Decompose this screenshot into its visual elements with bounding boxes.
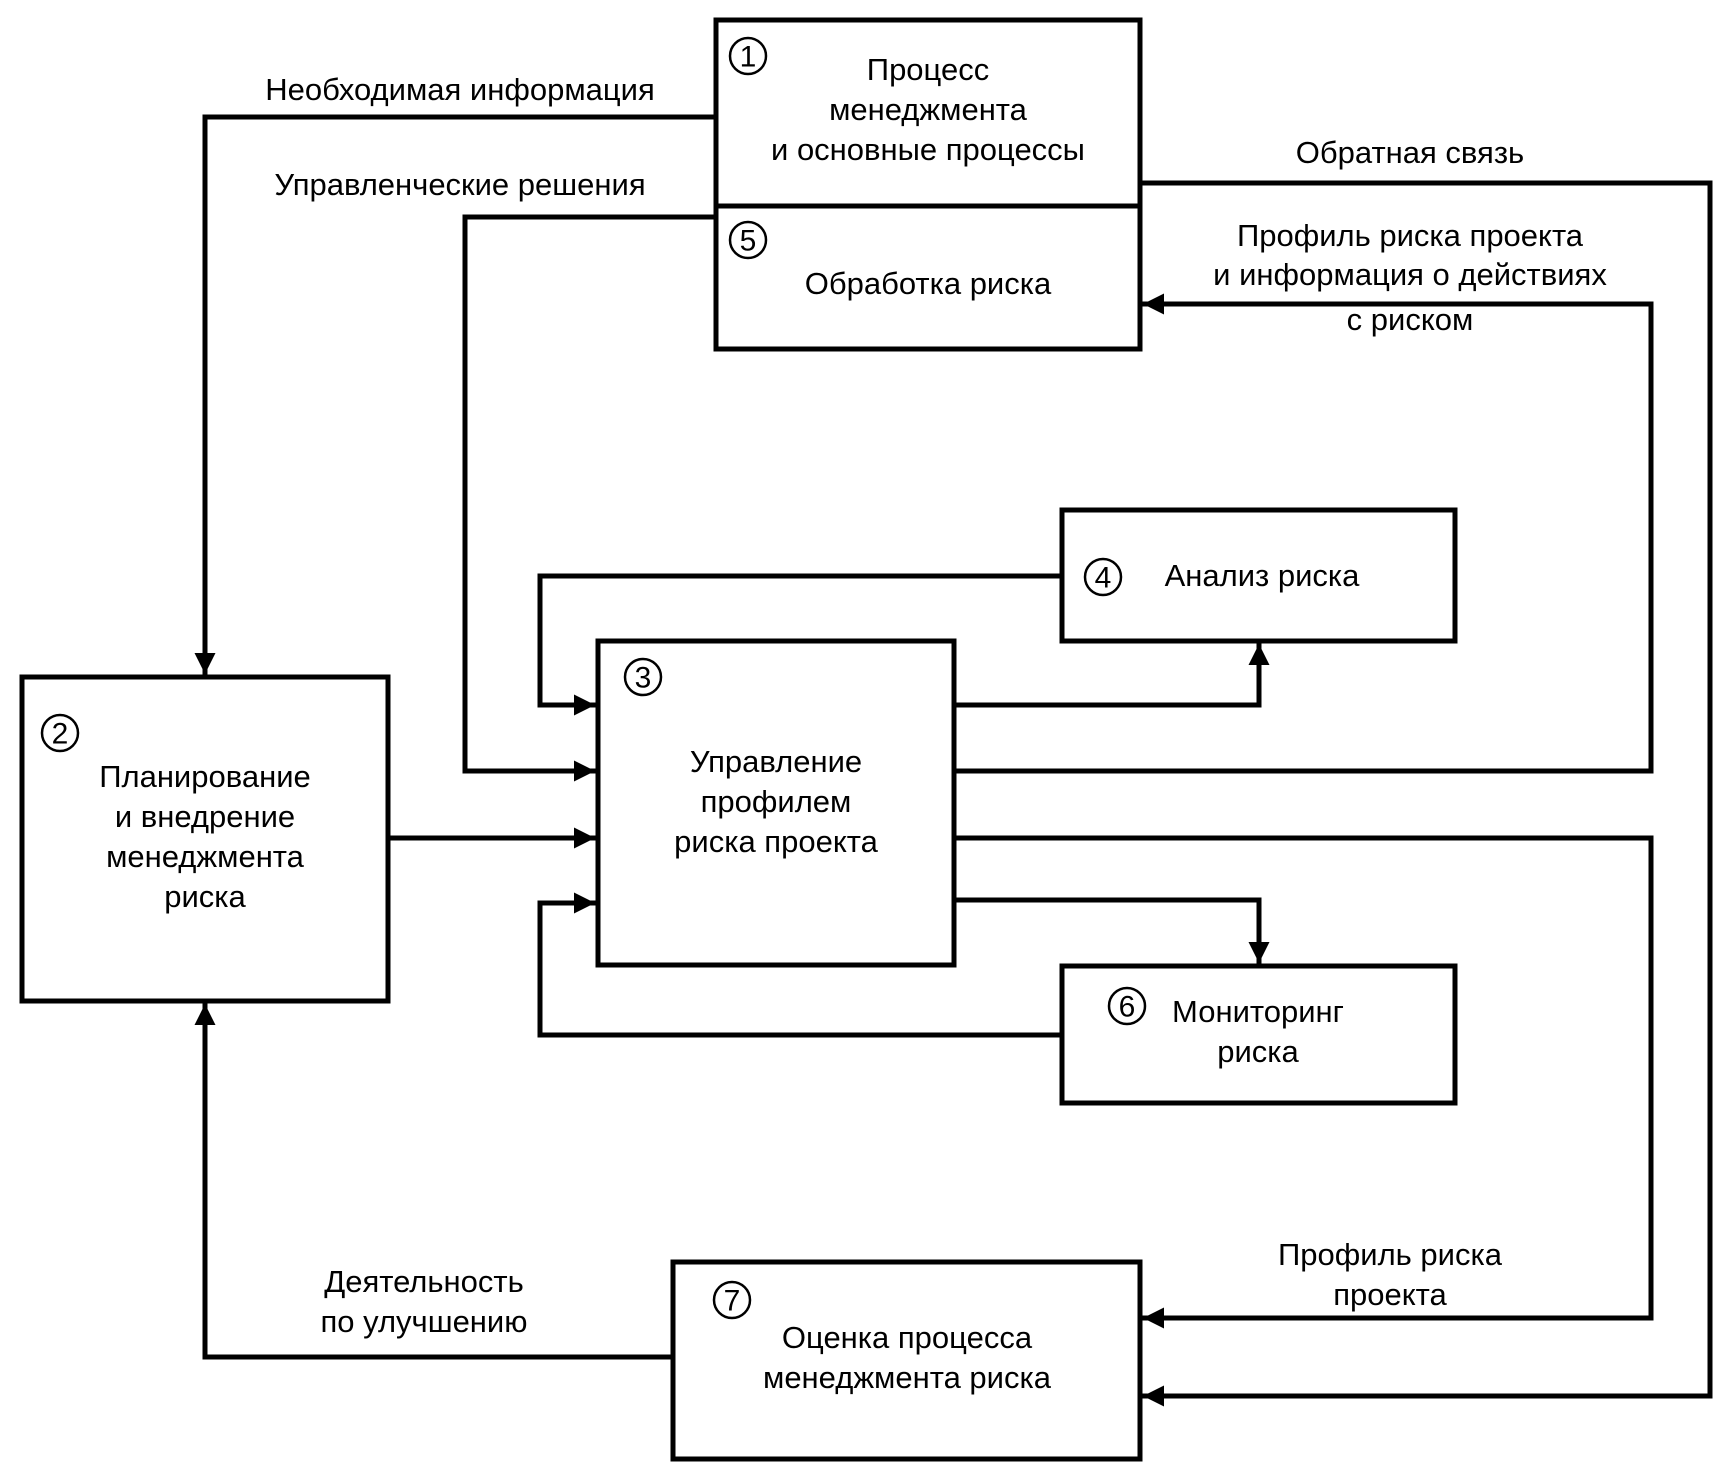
box-text-line: Мониторинг	[1172, 994, 1344, 1029]
box-text-line: профилем	[701, 784, 852, 819]
edge-label-profile: Профиль риска проекта	[1278, 1237, 1503, 1312]
step-number-badge: 4	[1083, 557, 1123, 597]
box-text-line: менеджмента	[829, 92, 1028, 127]
box-text-line: менеджмента	[106, 839, 305, 874]
edge-needed-info	[194, 114, 719, 677]
box-text-line: менеджмента риска	[763, 1360, 1052, 1395]
edge-analysis-return	[537, 573, 1065, 716]
box-text-line: и основные процессы	[771, 132, 1085, 167]
edge-label-line: Необходимая информация	[265, 72, 655, 107]
box-frame	[1059, 507, 1458, 644]
step-number: 3	[635, 662, 652, 695]
edge-monitoring-return	[537, 892, 1065, 1038]
step-number: 2	[52, 718, 69, 751]
edge-profile-actions	[951, 293, 1654, 774]
edge-label-line: по улучшению	[321, 1304, 528, 1339]
step-number-badge: 1	[728, 36, 768, 76]
edge-label-line: и информация о действиях	[1213, 257, 1607, 292]
box-frame	[595, 638, 957, 968]
box-text-line: риска проекта	[674, 824, 878, 859]
edge-improvement	[194, 1001, 676, 1360]
edge-to-analysis	[951, 641, 1270, 708]
edge-feedback	[1137, 180, 1713, 1407]
edge-profile-to-7	[951, 835, 1654, 1329]
step-number: 1	[740, 41, 757, 74]
edge-label-line: с риском	[1347, 302, 1474, 337]
edges	[194, 114, 1713, 1407]
box-text-line: Анализ риска	[1165, 558, 1361, 593]
box-text-line: Оценка процесса	[782, 1320, 1033, 1355]
step-number-badge: 7	[712, 1280, 752, 1320]
step-number-badge: 6	[1107, 986, 1147, 1026]
edge-mgmt-decisions	[462, 214, 719, 782]
edge-label-mgmt-decisions: Управленческие решения	[274, 167, 645, 202]
edge-label-line: Профиль риска проекта	[1237, 218, 1584, 253]
box-frame	[19, 674, 391, 1004]
step-number: 7	[724, 1285, 741, 1318]
box-text-line: Планирование	[99, 759, 311, 794]
box-text-line: Обработка риска	[805, 266, 1052, 301]
step-number: 6	[1119, 991, 1136, 1024]
box-text-line: Управление	[690, 744, 862, 779]
edge-label-line: Обратная связь	[1296, 135, 1524, 170]
step-number-badge: 2	[40, 713, 80, 753]
box-text-line: риска	[1217, 1034, 1299, 1069]
step-number-badge: 3	[623, 657, 663, 697]
box-text-line: Процесс	[867, 52, 989, 87]
edge-label-line: Управленческие решения	[274, 167, 645, 202]
edge-label-profile-actions: Профиль риска проекта и информация о дейс…	[1213, 218, 1607, 337]
box-text-line: риска	[164, 879, 246, 914]
edge-to-monitoring	[951, 897, 1270, 966]
box-frame	[670, 1259, 1143, 1462]
box-frame	[713, 17, 1143, 209]
process-box-1: 1 Процесс менеджмента и основные процессы	[713, 17, 1143, 209]
step-number: 5	[740, 225, 757, 258]
nodes: 1 Процесс менеджмента и основные процессы 5О…	[19, 17, 1458, 1462]
edge-label-needed-info: Необходимая информация	[265, 72, 655, 107]
box-frame	[713, 203, 1143, 352]
edge-label-line: Деятельность	[324, 1264, 524, 1299]
edge-label-feedback: Обратная связь	[1296, 135, 1524, 170]
edge-label-line: Профиль риска	[1278, 1237, 1503, 1272]
step-number: 4	[1095, 562, 1112, 595]
edge-label-improvement: Деятельность по улучшению	[321, 1264, 528, 1339]
process-box-6: 6 Мониторинг риска	[1059, 963, 1458, 1106]
process-box-4: 4 Анализ риска	[1059, 507, 1458, 644]
step-number-badge: 5	[728, 220, 768, 260]
box-text-line: и внедрение	[115, 799, 295, 834]
edge-label-line: проекта	[1333, 1277, 1447, 1312]
